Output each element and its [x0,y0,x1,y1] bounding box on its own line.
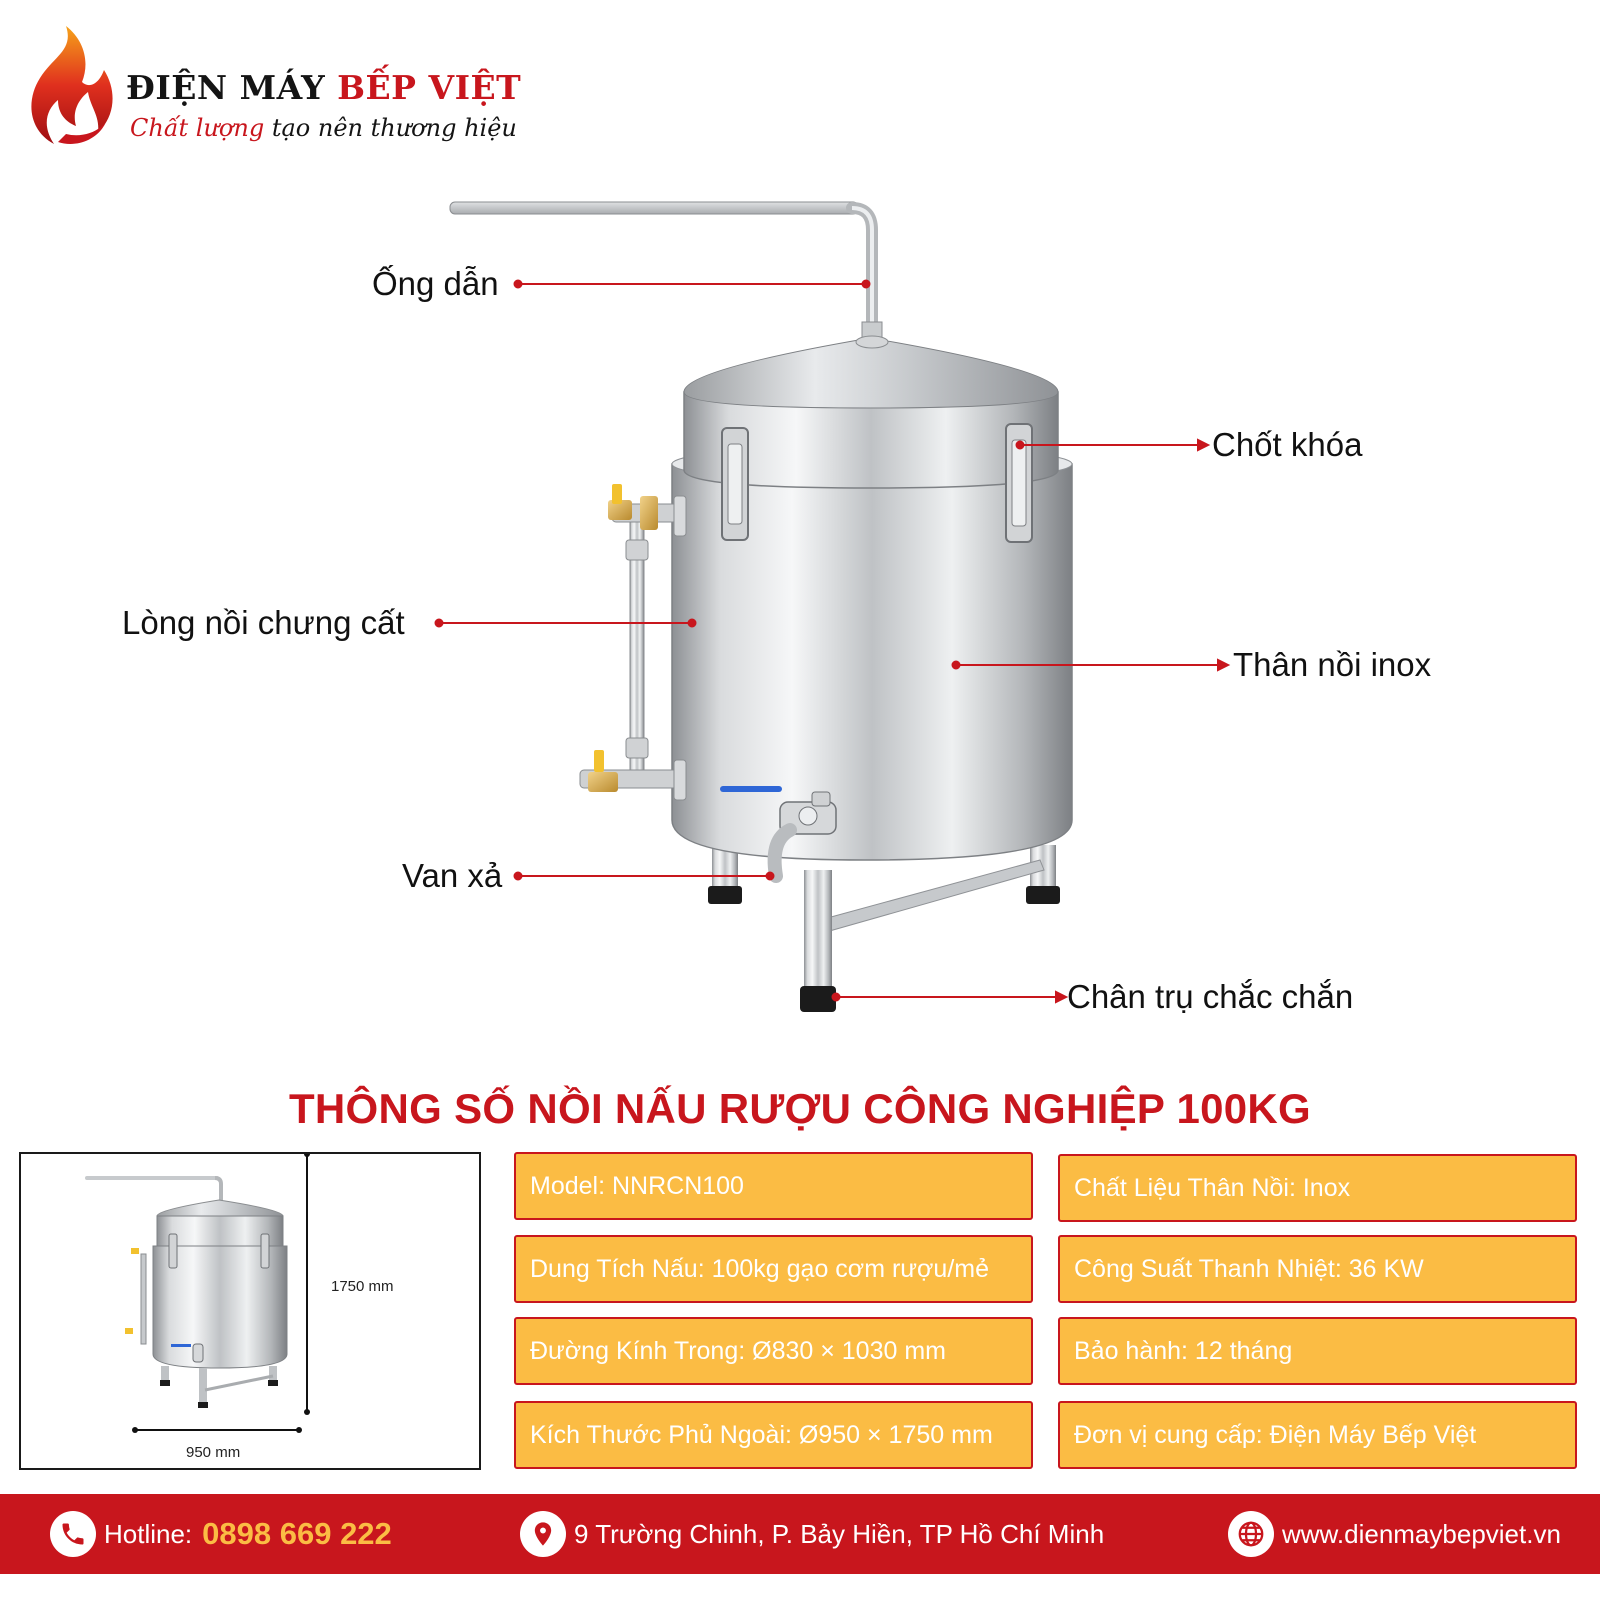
label-long-noi: Lòng nồi chưng cất [122,604,405,641]
brand-name-red: BẾP VIỆT [337,68,522,107]
address-text: 9 Trường Chinh, P. Bảy Hiền, TP Hồ Chí M… [574,1518,1105,1549]
hotline-number[interactable]: 0898 669 222 [202,1516,392,1551]
spec-model: Model: NNRCN100 [514,1152,1033,1220]
hotline-label: Hotline: [104,1518,193,1549]
latches [721,423,1033,543]
footer-address: 9 Trường Chinh, P. Bảy Hiền, TP Hồ Chí M… [520,1494,1104,1574]
pipe [449,201,883,347]
spec-capacity: Dung Tích Nấu: 100kg gạo cơm rượu/mẻ [514,1235,1033,1303]
brand-slogan: Chất lượng tạo nên thương hiệu [130,114,517,142]
dimension-height: 1750 mm [331,1278,394,1295]
spec-outer-size: Kích Thước Phủ Ngoài: Ø950 × 1750 mm [514,1401,1033,1469]
label-chan-tru: Chân trụ chắc chắn [1067,978,1354,1015]
brand-name: ĐIỆN MÁY BẾP VIỆT [126,68,521,107]
sight-glass [579,484,687,801]
spec-material: Chất Liệu Thân Nồi: Inox [1058,1154,1577,1222]
location-pin-icon [520,1511,566,1557]
product-illustration [434,201,1231,1012]
spec-warranty: Bảo hành: 12 tháng [1058,1317,1577,1385]
pot-lid [683,335,1059,489]
flame-logo-icon [31,26,113,144]
brand-name-black: ĐIỆN MÁY [126,68,326,107]
slogan-black: tạo nên thương hiệu [271,114,517,142]
footer-website[interactable]: www.dienmaybepviet.vn [1228,1494,1561,1574]
spec-power: Công Suất Thanh Nhiệt: 36 KW [1058,1235,1577,1303]
footer-bar: Hotline: 0898 669 222 9 Trường Chinh, P.… [0,1494,1600,1574]
spec-title: THÔNG SỐ NỒI NẤU RƯỢU CÔNG NGHIỆP 100KG [288,1085,1312,1132]
globe-icon [1228,1511,1274,1557]
label-van-xa: Van xả [402,857,503,894]
phone-icon [50,1511,96,1557]
dimension-drawing: 1750 mm 950 mm [19,1152,481,1470]
website-link[interactable]: www.dienmaybepviet.vn [1282,1518,1561,1549]
brand-logo: ĐIỆN MÁY BẾP VIỆT Chất lượng tạo nên thư… [18,22,521,152]
mini-pot-drawing [85,1154,310,1433]
slogan-red: Chất lượng [130,114,265,142]
callout-lines [434,279,1231,1004]
label-than-noi: Thân nồi inox [1233,646,1432,683]
label-chot-khoa: Chốt khóa [1212,426,1363,463]
label-ong-dan: Ống dẫn [372,265,499,302]
spec-inner-diameter: Đường Kính Trong: Ø830 × 1030 mm [514,1317,1033,1385]
footer-hotline[interactable]: Hotline: 0898 669 222 [50,1494,392,1574]
drain-valve [720,786,837,883]
dimension-width: 950 mm [186,1444,241,1461]
legs [708,845,1060,1012]
spec-supplier: Đơn vị cung cấp: Điện Máy Bếp Việt [1058,1401,1577,1469]
